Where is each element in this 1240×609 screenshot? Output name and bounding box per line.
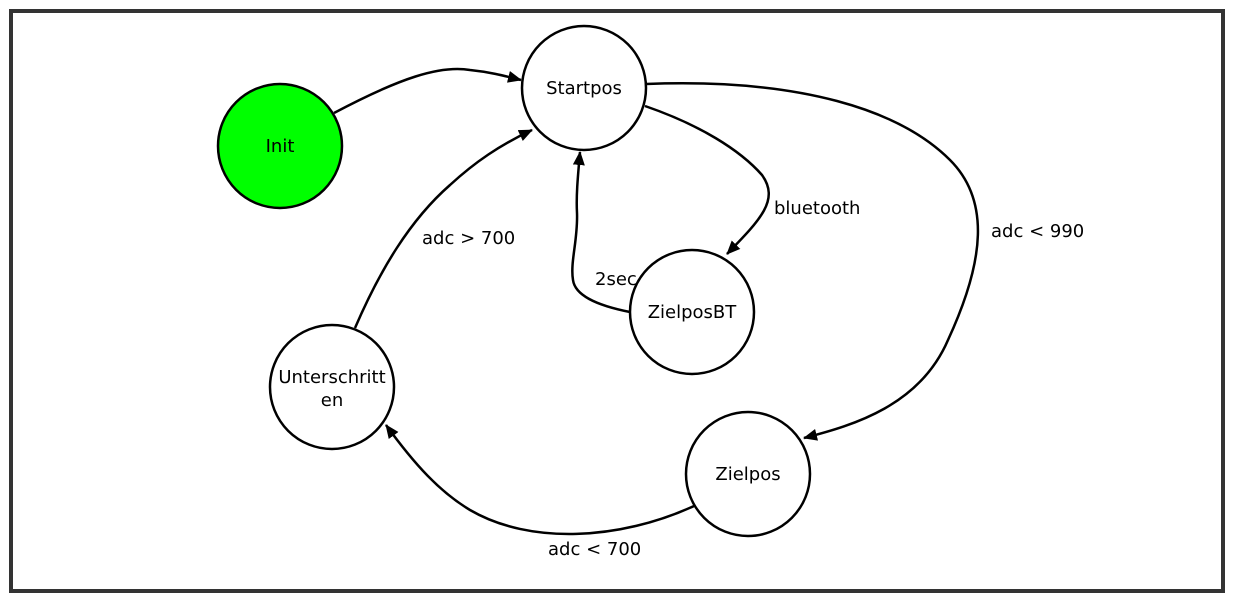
- state-unterschritten-label-line2: en: [321, 390, 343, 411]
- state-startpos-label: Startpos: [546, 78, 622, 99]
- state-zielpos-label: Zielpos: [715, 464, 780, 485]
- state-init-label: Init: [266, 136, 295, 157]
- state-unterschritten: Unterschritt en: [268, 323, 396, 451]
- edge-label-adc-lt-990: adc < 990: [991, 221, 1084, 242]
- edge-zielpos-to-unterschritten: [384, 424, 695, 536]
- edge-label-bluetooth: bluetooth: [774, 198, 860, 219]
- state-zielposbt: ZielposBT: [628, 248, 756, 376]
- edge-startpos-to-zielposbt: [644, 104, 771, 255]
- state-init: Init: [216, 82, 344, 210]
- edge-zielposbt-to-startpos: [571, 151, 631, 314]
- edge-startpos-to-zielpos: [645, 82, 980, 441]
- edge-init-to-startpos: [333, 67, 522, 115]
- edge-label-adc-gt-700: adc > 700: [422, 228, 515, 249]
- state-startpos: Startpos: [520, 24, 648, 152]
- edge-label-adc-lt-700: adc < 700: [548, 539, 641, 560]
- state-zielpos: Zielpos: [684, 410, 812, 538]
- edge-unterschritten-to-startpos: [353, 128, 533, 329]
- edge-label-2sec: 2sec: [595, 269, 637, 290]
- state-zielposbt-label: ZielposBT: [648, 302, 738, 323]
- state-unterschritten-label-line1: Unterschritt: [278, 367, 385, 388]
